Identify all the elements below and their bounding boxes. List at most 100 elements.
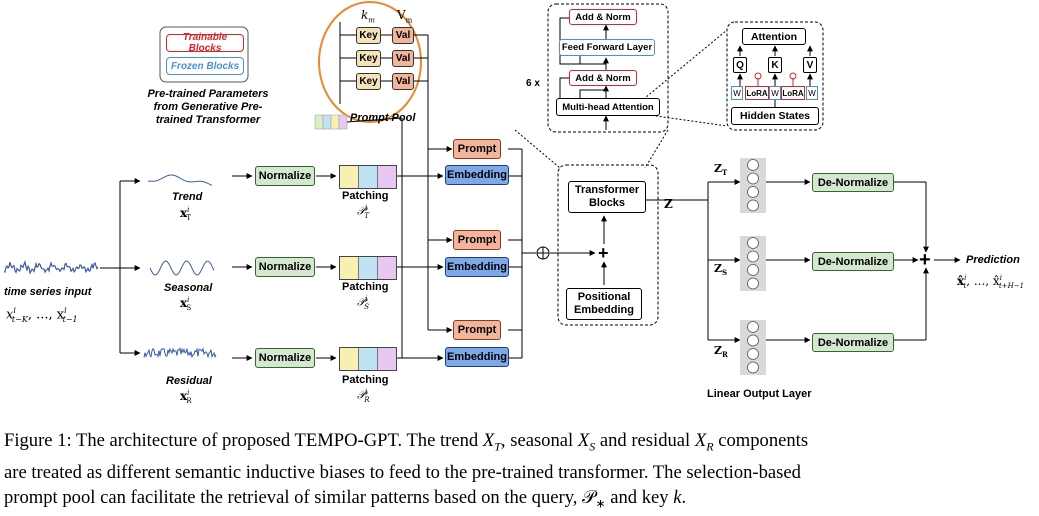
normalize-seasonal: Normalize (255, 257, 315, 277)
prompt-seasonal: Prompt (453, 230, 501, 250)
trend-label: Trend (172, 191, 203, 203)
patch-trend (339, 165, 397, 189)
linear-node (747, 361, 759, 374)
prediction-math: x̂it, ..., x̂it+H−1 (957, 274, 1025, 291)
input-branches (100, 117, 961, 361)
pool-val-1: Val (392, 27, 414, 44)
q-box: Q (733, 57, 747, 73)
add-norm-top: Add & Norm (569, 9, 637, 25)
linear-node (747, 159, 759, 171)
pool-val-3: Val (392, 73, 414, 90)
pool-wires (339, 22, 453, 333)
embedding-residual: Embedding (445, 347, 509, 367)
wv-box: W (806, 86, 818, 100)
linear-output-label: Linear Output Layer (707, 388, 812, 400)
residual-math: xiR (180, 389, 192, 406)
figure-caption: Figure 1: The architecture of proposed T… (4, 428, 1036, 516)
query-swatch-3 (330, 114, 340, 130)
pool-val-2: Val (392, 50, 414, 67)
pool-key-2: Key (356, 50, 381, 67)
denormalize-residual: De-Normalize (812, 333, 894, 352)
repeat-label: 6 x (526, 78, 540, 89)
patching-label-trend: Patching (342, 190, 389, 202)
prompt-pool-title: Prompt Pool (350, 112, 416, 124)
linear-node (747, 172, 759, 185)
linear-node (747, 199, 759, 212)
patching-label-seasonal: Patching (342, 281, 389, 293)
patching-math-trend: 𝒫iT (357, 204, 369, 220)
prediction-label: Prediction (966, 254, 1020, 266)
output-plus: + (919, 249, 931, 271)
v-box: V (803, 57, 817, 73)
seasonal-wave (149, 260, 215, 276)
attention-wires (737, 45, 813, 108)
caption-line-1: Figure 1: The architecture of proposed T… (4, 430, 809, 454)
linear-node (747, 348, 759, 360)
denormalize-trend: De-Normalize (812, 173, 894, 192)
ffn-layer: Feed Forward Layer (559, 39, 655, 56)
attention-title: Attention (742, 28, 806, 45)
linear-node (747, 334, 759, 347)
transformer-region (557, 164, 659, 326)
k-box: K (768, 57, 782, 73)
add-plus: + (598, 243, 609, 263)
linear-node (747, 186, 759, 198)
diagram-canvas: + + (3, 1, 961, 375)
pool-v-label: Vm (397, 8, 413, 25)
transformer-blocks: Transformer Blocks (568, 181, 646, 213)
input-label: time series input (4, 286, 92, 298)
transformer-layer-region (547, 3, 669, 133)
denormalize-seasonal: De-Normalize (812, 252, 894, 271)
hidden-states: Hidden States (731, 107, 819, 125)
multihead-attention: Multi-head Attention (556, 98, 660, 116)
prompt-residual: Prompt (453, 320, 501, 340)
patching-label-residual: Patching (342, 374, 389, 386)
embedding-trend: Embedding (445, 165, 509, 185)
legend-pretrained: Pre-trained Parameters from Generative P… (147, 88, 269, 126)
linear-node (747, 250, 759, 263)
pool-k-label: km (361, 8, 375, 25)
residual-label: Residual (166, 375, 212, 387)
lora-wires (754, 72, 797, 86)
trend-math: xiT (180, 206, 192, 223)
patching-math-residual: 𝒫iR (357, 388, 370, 404)
linear-node (747, 264, 759, 276)
normalize-residual: Normalize (255, 348, 315, 368)
linear-node (747, 237, 759, 249)
caption-line-2: are treated as different semantic induct… (4, 461, 801, 483)
linear-node (747, 321, 759, 333)
query-swatch-4 (338, 114, 348, 130)
pool-key-1: Key (356, 27, 381, 44)
z-label: Z (664, 197, 673, 211)
add-norm-bottom: Add & Norm (569, 70, 637, 86)
legend-trainable: Trainable Blocks (166, 32, 244, 54)
pool-key-3: Key (356, 73, 381, 90)
patch-residual (339, 347, 397, 371)
input-wave (3, 260, 99, 275)
normalize-trend: Normalize (255, 166, 315, 186)
positional-embedding: Positional Embedding (566, 288, 642, 320)
embedding-seasonal: Embedding (445, 257, 509, 277)
attention-region (726, 21, 824, 131)
prompt-pool-ring (318, 1, 422, 123)
input-math: xit−K, ..., xit−1 (6, 306, 78, 324)
patching-math-seasonal: 𝒫iS (357, 295, 369, 311)
prompt-trend: Prompt (453, 139, 501, 159)
architecture-diagram: + + Trainable Blocks Frozen Blocks Pre- (3, 1, 1025, 406)
trend-wave (147, 174, 213, 186)
residual-wave (143, 347, 217, 359)
patch-seasonal (339, 256, 397, 280)
linear-node (747, 277, 759, 290)
caption-line-3: prompt pool can facilitate the retrieval… (4, 486, 687, 511)
wk-box: W (769, 86, 781, 100)
lora-q-box: LoRA (745, 86, 769, 100)
zt-label: ZT (714, 162, 728, 178)
linear-output-nodes (740, 158, 766, 375)
seasonal-math: xiS (180, 296, 192, 313)
zs-label: ZS (714, 262, 728, 278)
wq-box: W (731, 86, 743, 100)
zr-label: ZR (714, 344, 728, 360)
lora-k-box: LoRA (781, 86, 805, 100)
query-swatch-2 (322, 114, 332, 130)
seasonal-label: Seasonal (164, 282, 213, 294)
